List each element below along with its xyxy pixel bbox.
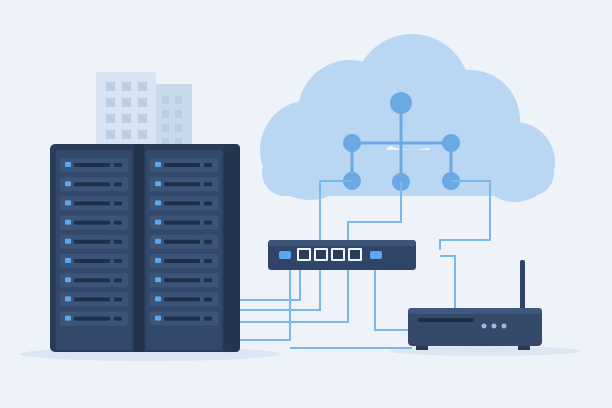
server-led bbox=[65, 277, 71, 283]
server-led bbox=[65, 296, 71, 302]
office-building bbox=[96, 72, 192, 150]
server-led bbox=[155, 162, 161, 167]
server-unit bbox=[60, 234, 128, 249]
building-window bbox=[122, 130, 131, 139]
server-unit bbox=[60, 311, 128, 326]
server-unit bbox=[60, 215, 128, 230]
server-led bbox=[155, 258, 161, 263]
server-led bbox=[65, 181, 71, 187]
server-unit bbox=[150, 196, 218, 211]
server-unit bbox=[150, 311, 218, 326]
network-switch bbox=[268, 240, 416, 270]
router-shadow bbox=[390, 346, 580, 356]
building-window bbox=[138, 98, 147, 107]
building-window bbox=[162, 124, 169, 132]
server-unit bbox=[150, 292, 218, 307]
server-unit bbox=[150, 254, 218, 268]
building-window bbox=[175, 124, 182, 132]
building-window bbox=[106, 114, 115, 123]
server-led bbox=[65, 238, 71, 244]
server-unit bbox=[60, 177, 128, 192]
server-unit bbox=[60, 196, 128, 211]
building-window bbox=[162, 110, 169, 118]
server-rack bbox=[50, 144, 240, 352]
building-window bbox=[162, 96, 169, 104]
cloud-node bbox=[390, 92, 412, 114]
server-led bbox=[155, 181, 161, 187]
building-window bbox=[106, 82, 115, 91]
building-window bbox=[122, 98, 131, 107]
server-led bbox=[155, 315, 161, 321]
building-window bbox=[162, 138, 169, 146]
server-led bbox=[155, 277, 161, 283]
server-unit bbox=[150, 273, 218, 288]
network-cables bbox=[240, 180, 491, 349]
cloud-node bbox=[343, 134, 361, 152]
router-led bbox=[481, 323, 487, 329]
building-window bbox=[138, 82, 147, 91]
building-window bbox=[122, 114, 131, 123]
server-led bbox=[65, 219, 71, 225]
router bbox=[408, 260, 542, 350]
server-led bbox=[155, 296, 161, 302]
building-window bbox=[175, 96, 182, 104]
server-unit bbox=[150, 158, 218, 172]
server-led bbox=[65, 258, 71, 263]
router-led bbox=[501, 323, 507, 329]
building-window bbox=[138, 114, 147, 123]
server-unit bbox=[150, 234, 218, 249]
server-unit bbox=[60, 273, 128, 288]
server-led bbox=[65, 162, 71, 167]
server-unit bbox=[60, 292, 128, 307]
building-window bbox=[122, 82, 131, 91]
server-led bbox=[65, 200, 71, 206]
building-window bbox=[175, 110, 182, 118]
cloud-node bbox=[442, 134, 460, 152]
server-unit bbox=[150, 215, 218, 230]
server-unit bbox=[150, 177, 218, 192]
building-window bbox=[106, 130, 115, 139]
server-led bbox=[155, 219, 161, 225]
building-window bbox=[138, 130, 147, 139]
server-led bbox=[155, 200, 161, 206]
server-unit bbox=[60, 158, 128, 172]
server-unit bbox=[60, 254, 128, 268]
server-led bbox=[65, 315, 71, 321]
router-led bbox=[491, 323, 497, 329]
building-window bbox=[175, 138, 182, 146]
building-window bbox=[106, 98, 115, 107]
server-led bbox=[155, 238, 161, 244]
